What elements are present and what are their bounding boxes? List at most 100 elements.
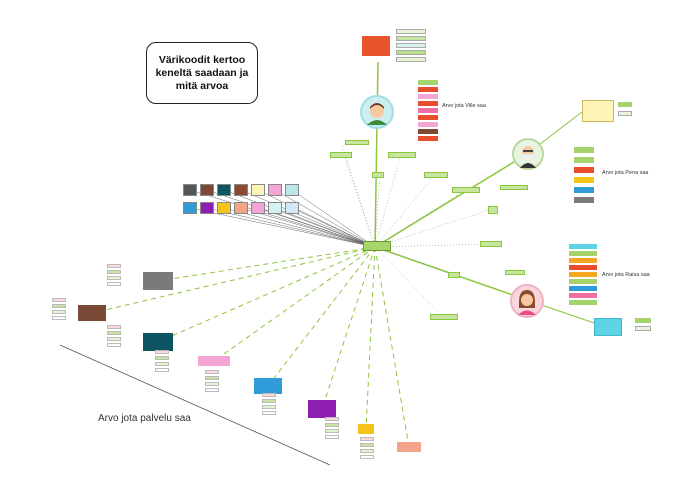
ville-value-item[interactable] [418, 80, 438, 85]
mid-topic[interactable] [430, 314, 458, 320]
raisa-value-item[interactable] [569, 286, 597, 291]
icon-grid-item[interactable] [200, 184, 214, 196]
ville-subitem[interactable] [396, 57, 426, 62]
raisa-value-item[interactable] [569, 279, 597, 284]
service-subitem[interactable] [155, 368, 169, 372]
mid-topic[interactable] [424, 172, 448, 178]
mid-topic[interactable] [505, 270, 525, 275]
icon-grid-item[interactable] [251, 202, 265, 214]
service-topic[interactable] [143, 333, 173, 351]
service-subitem[interactable] [155, 356, 169, 360]
mid-topic[interactable] [480, 241, 502, 247]
service-subitem[interactable] [325, 417, 339, 421]
mid-topic[interactable] [330, 152, 352, 158]
service-subitem[interactable] [205, 382, 219, 386]
service-subitem[interactable] [262, 399, 276, 403]
icon-grid-item[interactable] [285, 184, 299, 196]
ville-subitem[interactable] [396, 43, 426, 48]
service-topic[interactable] [254, 378, 282, 394]
raisa-value-item[interactable] [569, 300, 597, 305]
pena-value-item[interactable] [574, 147, 594, 153]
icon-grid-item[interactable] [217, 202, 231, 214]
service-subitem[interactable] [360, 449, 374, 453]
ville-value-item[interactable] [418, 94, 438, 99]
service-subitem[interactable] [262, 393, 276, 397]
icon-grid-item[interactable] [183, 184, 197, 196]
icon-grid-item[interactable] [268, 202, 282, 214]
raisa-value-item[interactable] [569, 258, 597, 263]
service-subitem[interactable] [107, 331, 121, 335]
service-subitem[interactable] [262, 405, 276, 409]
service-subitem[interactable] [52, 304, 66, 308]
raisa-value-item[interactable] [569, 251, 597, 256]
service-topic[interactable] [308, 400, 336, 418]
service-subitem[interactable] [107, 282, 121, 286]
pena-value-item[interactable] [574, 157, 594, 163]
service-subitem[interactable] [52, 298, 66, 302]
pena-note[interactable] [582, 100, 614, 122]
service-subitem[interactable] [262, 411, 276, 415]
ville-value-item[interactable] [418, 122, 438, 127]
mid-topic[interactable] [372, 172, 384, 178]
raisa-note-item[interactable] [635, 326, 651, 331]
service-subitem[interactable] [107, 276, 121, 280]
service-subitem[interactable] [107, 343, 121, 347]
mid-topic[interactable] [448, 272, 460, 278]
service-subitem[interactable] [155, 350, 169, 354]
ville-value-item[interactable] [418, 129, 438, 134]
ville-value-item[interactable] [418, 101, 438, 106]
icon-grid-item[interactable] [217, 184, 231, 196]
ville-subitem[interactable] [396, 36, 426, 41]
mid-topic[interactable] [452, 187, 480, 193]
icon-grid-item[interactable] [251, 184, 265, 196]
service-subitem[interactable] [52, 310, 66, 314]
pena-note-item[interactable] [618, 102, 632, 107]
raisa-note[interactable] [594, 318, 622, 336]
pena-value-item[interactable] [574, 197, 594, 203]
pena-value-item[interactable] [574, 177, 594, 183]
service-subitem[interactable] [107, 325, 121, 329]
mid-topic[interactable] [345, 140, 369, 145]
icon-grid-item[interactable] [234, 184, 248, 196]
ville-value-item[interactable] [418, 87, 438, 92]
service-subitem[interactable] [107, 264, 121, 268]
icon-grid-item[interactable] [183, 202, 197, 214]
service-topic[interactable] [198, 356, 230, 366]
raisa-value-item[interactable] [569, 272, 597, 277]
service-subitem[interactable] [205, 376, 219, 380]
mid-topic[interactable] [388, 152, 416, 158]
pena-value-item[interactable] [574, 167, 594, 173]
service-topic[interactable] [78, 305, 106, 321]
service-subitem[interactable] [360, 455, 374, 459]
central-topic[interactable] [363, 241, 391, 251]
ville-red-topic[interactable] [362, 36, 390, 56]
service-subitem[interactable] [205, 388, 219, 392]
ville-value-item[interactable] [418, 108, 438, 113]
ville-subitem[interactable] [396, 29, 426, 34]
service-subitem[interactable] [205, 370, 219, 374]
service-subitem[interactable] [360, 443, 374, 447]
service-topic[interactable] [143, 272, 173, 290]
pena-value-item[interactable] [574, 187, 594, 193]
icon-grid-item[interactable] [268, 184, 282, 196]
ville-value-item[interactable] [418, 136, 438, 141]
service-subitem[interactable] [52, 316, 66, 320]
icon-grid-item[interactable] [200, 202, 214, 214]
icon-grid-item[interactable] [285, 202, 299, 214]
icon-grid-item[interactable] [234, 202, 248, 214]
service-subitem[interactable] [107, 337, 121, 341]
raisa-value-item[interactable] [569, 293, 597, 298]
raisa-value-item[interactable] [569, 244, 597, 249]
service-subitem[interactable] [325, 429, 339, 433]
service-topic[interactable] [358, 424, 374, 434]
service-topic[interactable] [397, 442, 421, 452]
raisa-note-item[interactable] [635, 318, 651, 323]
raisa-value-item[interactable] [569, 265, 597, 270]
mid-topic[interactable] [500, 185, 528, 190]
ville-subitem[interactable] [396, 50, 426, 55]
mid-topic[interactable] [488, 206, 498, 214]
pena-note-item[interactable] [618, 111, 632, 116]
service-subitem[interactable] [155, 362, 169, 366]
service-subitem[interactable] [325, 423, 339, 427]
service-subitem[interactable] [107, 270, 121, 274]
